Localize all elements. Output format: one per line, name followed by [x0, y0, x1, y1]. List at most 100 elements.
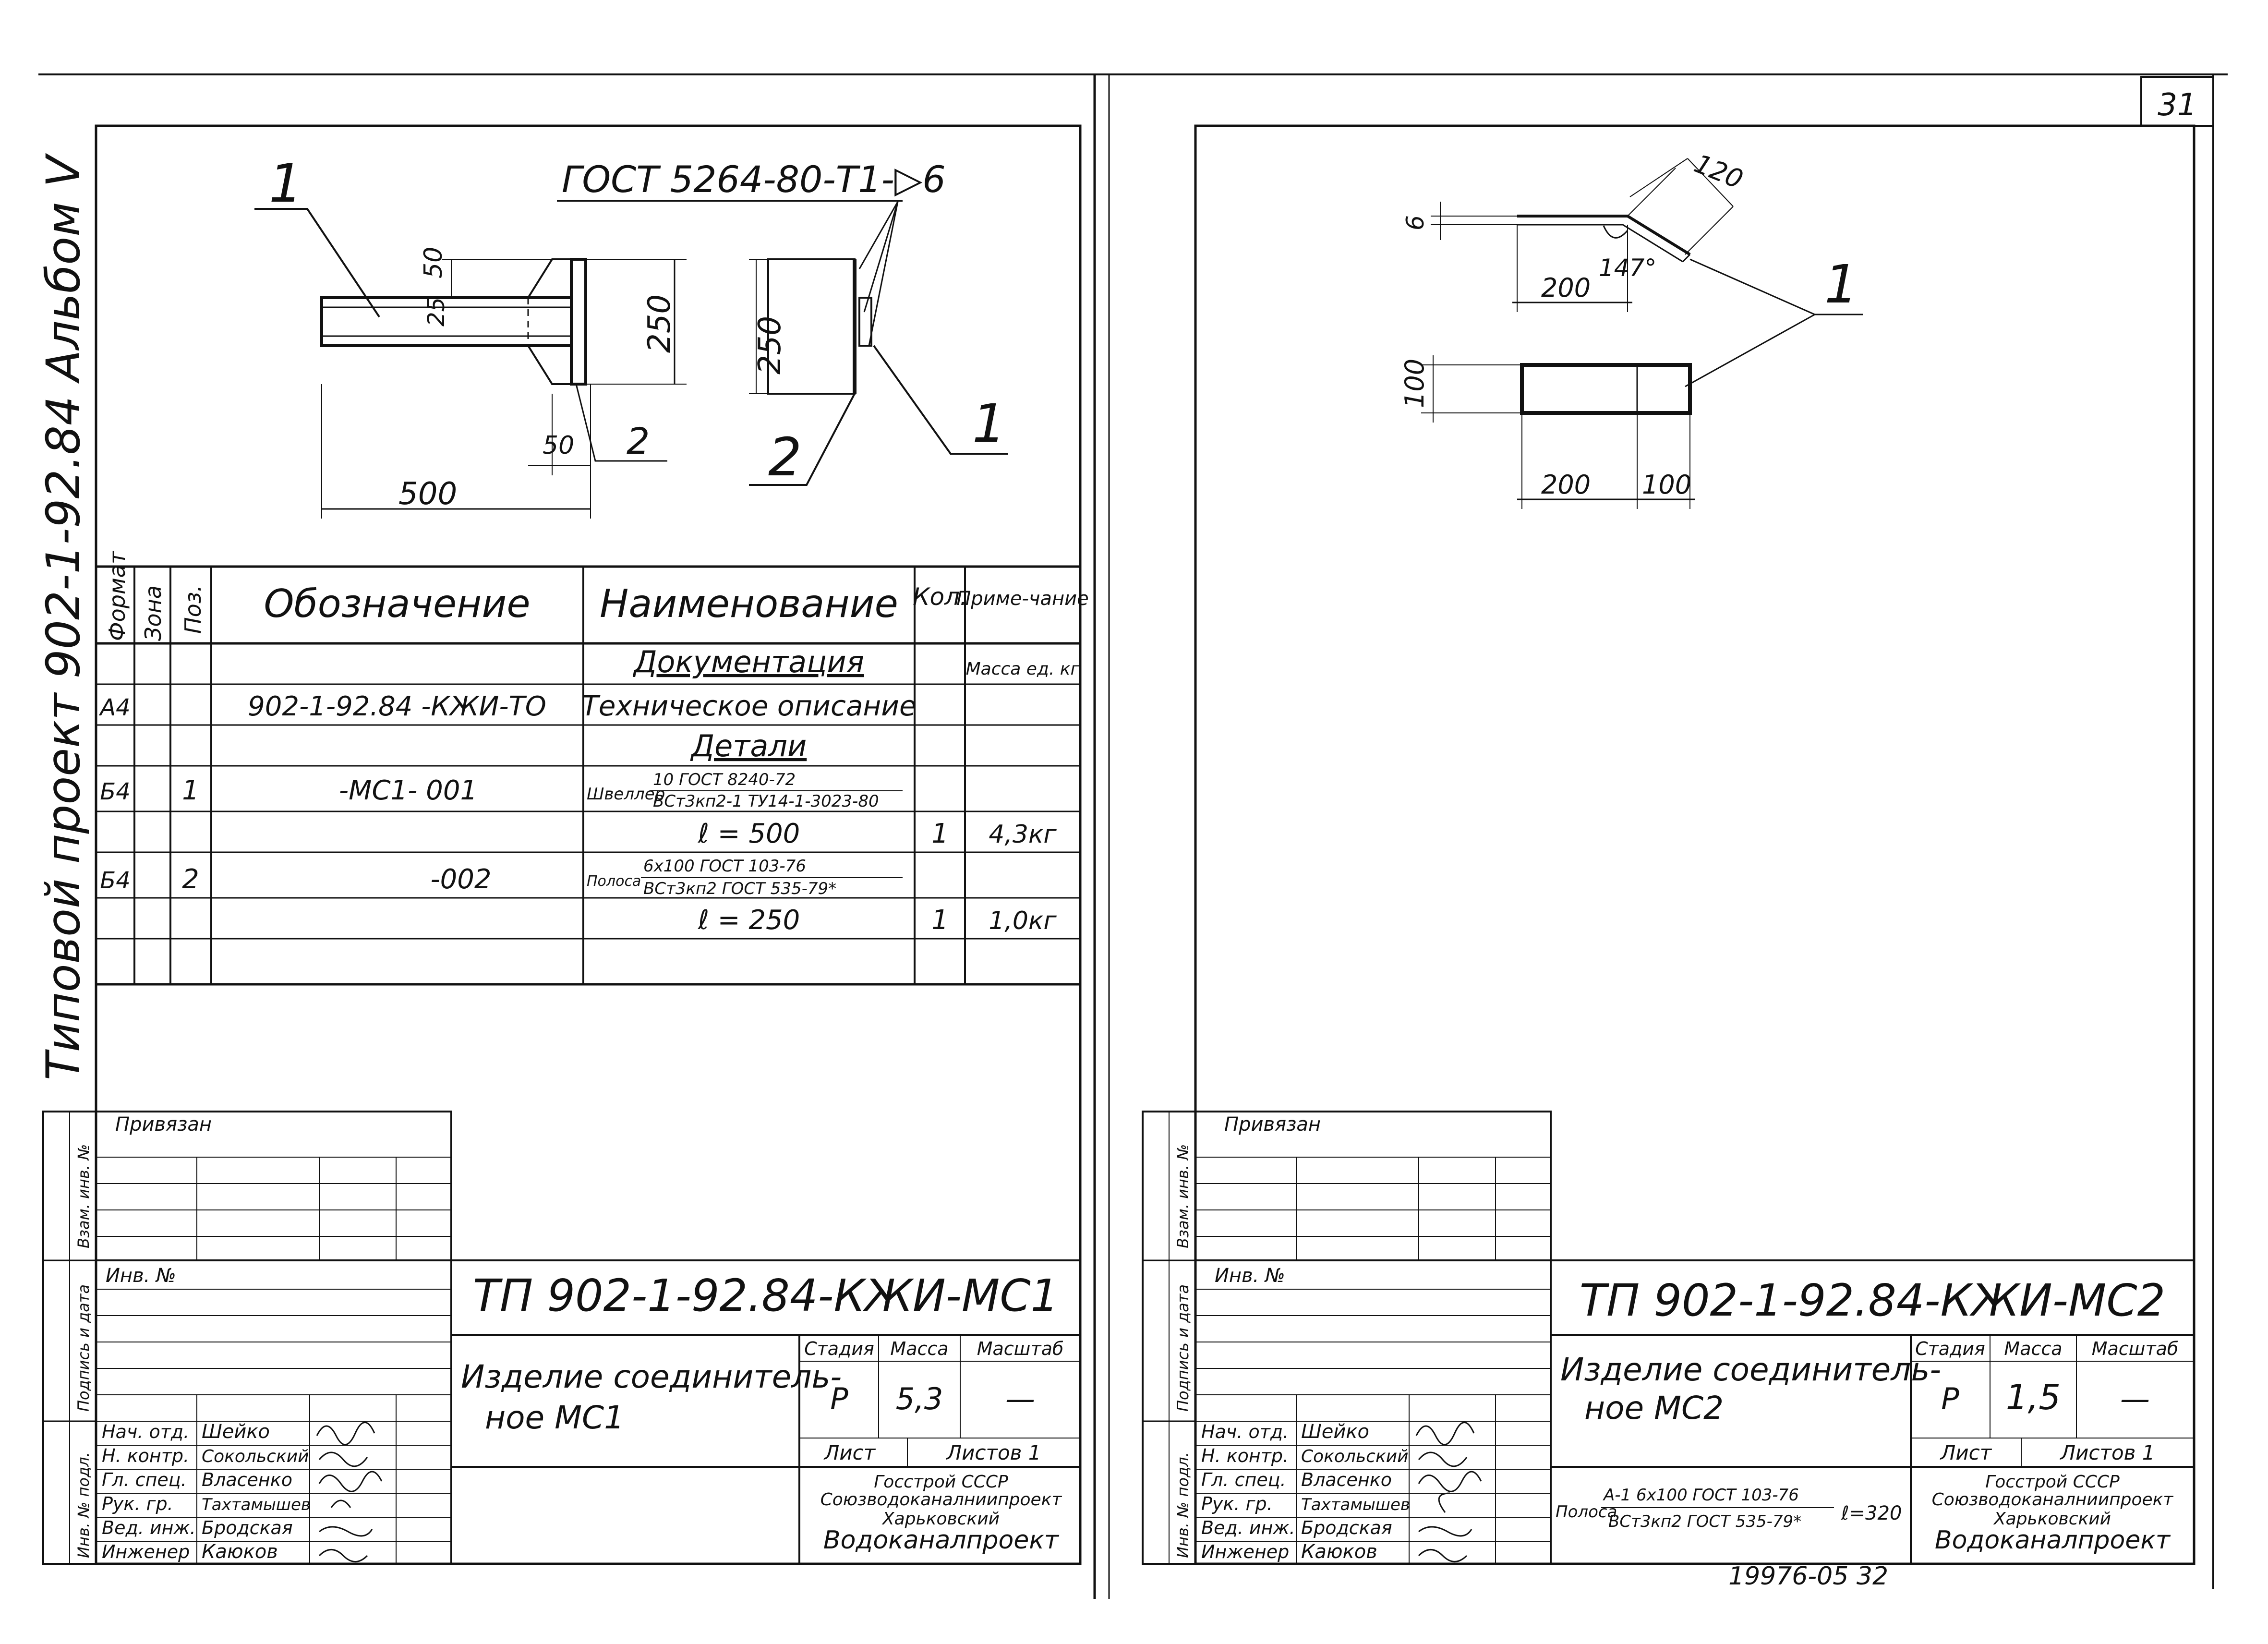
right-role-5: Вед. инж. — [1201, 1517, 1295, 1538]
row4-name-bottom: ВСт3кп2 ГОСТ 535-79* — [643, 879, 836, 898]
left-name-5: Бродская — [202, 1517, 293, 1538]
dim-50b: 50 — [543, 431, 574, 460]
right-inv: Инв. № — [1215, 1265, 1285, 1287]
left-name-3: Власенко — [202, 1469, 292, 1490]
header-qty: Кол. — [913, 583, 967, 611]
right-role-2: Н. контр. — [1201, 1445, 1289, 1466]
dim-250a: 250 — [642, 294, 677, 353]
r-dim-200a: 200 — [1541, 273, 1591, 303]
right-name-4: Тахтамышев — [1301, 1495, 1410, 1514]
row3-note: 4,3кг — [989, 820, 1057, 849]
right-sheet-label: Лист — [1940, 1441, 1992, 1464]
right-role-6: Инженер — [1201, 1541, 1289, 1562]
left-mass-label: Масса — [890, 1338, 948, 1359]
right-material-top: А-1 6х100 ГОСТ 103-76 — [1603, 1486, 1799, 1505]
left-inv: Инв. № — [106, 1265, 176, 1287]
r-dim-200b: 200 — [1541, 470, 1591, 500]
left-side-label-1: Взам. инв. № — [74, 1144, 93, 1248]
row2-designation: -МС1- 001 — [339, 775, 477, 806]
r-dim-6: 6 — [1401, 215, 1429, 230]
left-role-3: Гл. спец. — [102, 1469, 187, 1490]
right-attached: Привязан — [1224, 1113, 1321, 1136]
row2-name-bottom: ВСт3кп2-1 ТУ14-1-3023-80 — [653, 792, 879, 811]
left-role-2: Н. контр. — [102, 1445, 189, 1466]
left-org-l2: Союзводоканалниипроект — [820, 1490, 1062, 1510]
row4-name-top: 6х100 ГОСТ 103-76 — [643, 857, 806, 876]
right-material-prefix: Полоса — [1556, 1502, 1617, 1522]
left-role-1: Нач. отд. — [102, 1421, 189, 1442]
left-role-6: Инженер — [102, 1541, 190, 1562]
right-org-l1: Госстрой СССР — [1985, 1472, 2120, 1492]
right-name-3: Власенко — [1301, 1469, 1392, 1490]
right-name-5: Бродская — [1301, 1517, 1392, 1538]
left-side-label-3: Инв. № подл. — [74, 1452, 93, 1558]
row2-name-prefix: Швеллер — [587, 785, 665, 804]
footer-code: 19976-05 32 — [1728, 1562, 1888, 1591]
right-sheets-label: Листов 1 — [2060, 1441, 2155, 1464]
r-dim-100b: 100 — [1642, 470, 1691, 500]
left-sheets-label: Листов 1 — [946, 1441, 1041, 1464]
right-scale-label: Масштаб — [2092, 1338, 2179, 1359]
row2-name-top: 10 ГОСТ 8240-72 — [653, 770, 796, 789]
dim-500: 500 — [398, 476, 457, 512]
dim-50a: 50 — [419, 247, 448, 278]
right-name-1: Шейко — [1301, 1421, 1369, 1443]
row3-qty: 1 — [931, 818, 949, 849]
row2-format: Б4 — [100, 778, 130, 805]
weld-note: ГОСТ 5264-80-Т1-▷6 — [562, 158, 946, 201]
dim-25: 25 — [423, 297, 450, 326]
left-role-5: Вед. инж. — [102, 1517, 196, 1538]
right-drawing — [1421, 158, 1863, 509]
left-sheet-label: Лист — [823, 1441, 876, 1464]
row3-name: ℓ = 500 — [698, 818, 800, 849]
r-dim-100a: 100 — [1399, 359, 1430, 408]
left-stage: Р — [830, 1381, 848, 1416]
right-name-2: Сокольский — [1301, 1447, 1409, 1466]
page-number-box — [2140, 76, 2214, 127]
right-title-l2: ное МС2 — [1584, 1390, 1724, 1426]
left-org-l1: Госстрой СССР — [874, 1472, 1008, 1492]
header-zone: Зона — [140, 585, 166, 641]
left-drawing: ГОСТ 5264-80-Т1-▷6 1 500 250 50 25 — [254, 153, 1008, 519]
right-side-label-3: Инв. № подл. — [1174, 1452, 1192, 1558]
r-dim-120: 120 — [1690, 148, 1747, 195]
callout-1b: 1 — [972, 393, 1006, 454]
left-side-label-2: Подпись и дата — [74, 1284, 93, 1412]
right-stage-label: Стадия — [1915, 1338, 1985, 1359]
row1-name: Техническое описание — [581, 689, 916, 722]
header-format: Формат — [104, 551, 130, 641]
right-mass-label: Масса — [2004, 1338, 2062, 1359]
header-name: Наименование — [600, 581, 898, 626]
row2-pos: 1 — [182, 775, 199, 806]
left-name-2: Сокольский — [202, 1447, 309, 1466]
right-role-1: Нач. отд. — [1201, 1421, 1289, 1442]
callout-1a: 1 — [269, 153, 302, 214]
left-stamp-grid — [42, 1111, 1080, 1565]
row5-qty: 1 — [931, 905, 949, 936]
row5-name: ℓ = 250 — [698, 905, 800, 936]
right-role-4: Рук. гр. — [1201, 1493, 1273, 1514]
right-name-6: Каюков — [1301, 1541, 1377, 1563]
section-details: Детали — [690, 728, 807, 763]
left-attached: Привязан — [115, 1113, 212, 1136]
row4-pos: 2 — [182, 864, 199, 895]
right-org-l3: Харьковский — [1993, 1509, 2111, 1529]
right-side-label-2: Подпись и дата — [1174, 1284, 1192, 1412]
section-documentation: Документация — [632, 644, 864, 679]
right-side-label-1: Взам. инв. № — [1174, 1144, 1192, 1248]
right-stage: Р — [1941, 1381, 1959, 1416]
row5-note: 1,0кг — [989, 907, 1057, 935]
left-title-l1: Изделие соединитель- — [461, 1358, 842, 1395]
right-title-l1: Изделие соединитель- — [1560, 1351, 1941, 1388]
right-org-l4: Водоканалпроект — [1935, 1526, 2171, 1555]
left-org-l3: Харьковский — [881, 1509, 1000, 1529]
right-stamp-grid — [1142, 1111, 2194, 1565]
right-material-length: ℓ=320 — [1841, 1502, 1902, 1524]
r-angle: 147° — [1599, 254, 1656, 282]
row1-format: А4 — [98, 694, 130, 721]
left-role-4: Рук. гр. — [102, 1493, 173, 1514]
right-material-bottom: ВСт3кп2 ГОСТ 535-79* — [1608, 1512, 1801, 1531]
row4-designation: -002 — [430, 864, 491, 895]
right-doc-code: ТП 902-1-92.84-КЖИ-МС2 — [1580, 1275, 2165, 1326]
row4-name-prefix: Полоса — [587, 873, 641, 890]
